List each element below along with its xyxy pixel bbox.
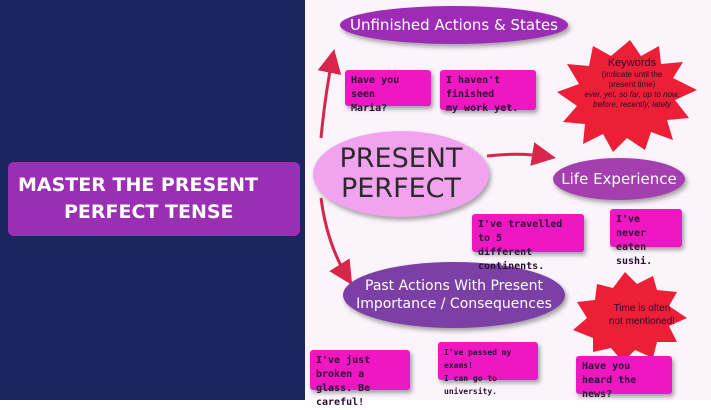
bubble-finished: I haven't finished my work yet.: [440, 70, 536, 114]
unfinished-actions-label: Unfinished Actions & States: [350, 16, 558, 34]
keywords-line-3: ever, yet, so far, up to now,: [584, 90, 680, 99]
keywords-text: Keywords (indicate until the present tim…: [562, 56, 702, 110]
keywords-line-4: before, recently, lately: [593, 100, 671, 109]
bubble-news-line-2: heard the news?: [582, 375, 637, 400]
bubble-glass: I've just broken a glass. Be careful!: [310, 350, 410, 408]
past-line-2: Importance / Consequences: [356, 296, 552, 312]
time-star-shape: [573, 272, 687, 362]
bubble-exams: I've passed my exams! I can go to univer…: [438, 342, 538, 396]
bubble-sushi-line-2: eaten sushi.: [616, 242, 653, 267]
life-experience-label: Life Experience: [561, 170, 677, 188]
bubble-news: Have you heard the news?: [576, 356, 672, 400]
unfinished-actions-ellipse: Unfinished Actions & States: [340, 6, 568, 44]
diagram-shapes: [317, 40, 697, 362]
title-line-1: MASTER THE PRESENT: [18, 174, 258, 196]
arrow-down: [319, 197, 353, 286]
title-banner: MASTER THE PRESENT PERFECT TENSE: [8, 162, 300, 236]
bubble-exams-line-2: I can go to university.: [444, 374, 497, 396]
center-line-2: PERFECT: [340, 173, 462, 204]
bubble-glass-line-2: glass. Be careful!: [316, 383, 371, 408]
arrow-right: [486, 142, 556, 166]
bubble-glass-line-1: I've just broken a: [316, 355, 371, 380]
keywords-star-shape: [557, 40, 697, 152]
arrow-up: [317, 49, 342, 139]
bubble-finished-line-1: I haven't finished: [446, 75, 501, 100]
title-line-2: PERFECT TENSE: [64, 201, 234, 223]
bubble-maria-line-2: Maria?: [351, 103, 388, 114]
keywords-line-2: present time): [608, 80, 656, 89]
bubble-travelled-line-2: different continents.: [478, 247, 545, 272]
bubble-travelled-line-1: I've travelled to 5: [478, 219, 563, 244]
bubble-finished-line-2: my work yet.: [446, 103, 519, 114]
keywords-heading: Keywords: [607, 57, 657, 69]
left-panel: MASTER THE PRESENT PERFECT TENSE: [0, 0, 305, 400]
life-experience-ellipse: Life Experience: [553, 158, 685, 200]
bubble-exams-line-1: I've passed my exams!: [444, 348, 512, 370]
time-note-line-1: Time is often: [613, 303, 671, 314]
time-note-line-2: not mentioned!: [608, 316, 676, 327]
bubble-sushi: I've never eaten sushi.: [610, 209, 682, 267]
present-perfect-ellipse: PRESENT PERFECT: [313, 131, 489, 217]
past-line-1: Past Actions With Present: [365, 278, 543, 294]
center-line-1: PRESENT: [339, 143, 463, 174]
keywords-line-1: (indicate until the: [601, 70, 663, 79]
bubble-sushi-line-1: I've never: [616, 214, 647, 239]
bubble-maria-line-1: Have you seen: [351, 75, 400, 100]
bubble-travelled: I've travelled to 5 different continents…: [472, 214, 584, 272]
bubble-maria: Have you seen Maria?: [345, 70, 431, 114]
bubble-news-line-1: Have you: [582, 361, 631, 372]
past-actions-ellipse: Past Actions With Present Importance / C…: [343, 262, 565, 328]
time-note-text: Time is often not mentioned!: [582, 302, 702, 328]
